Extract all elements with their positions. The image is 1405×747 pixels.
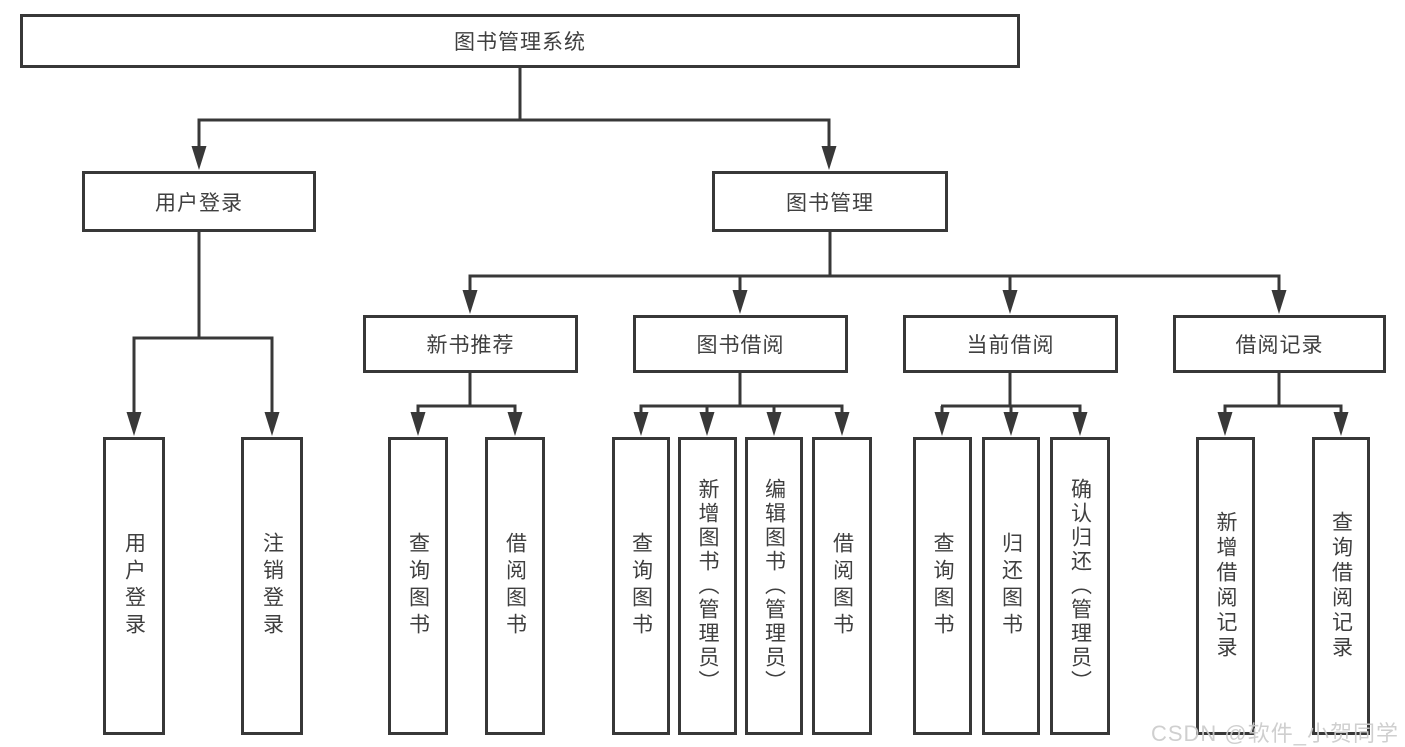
- node-borrowing-records: 借阅记录: [1173, 315, 1386, 373]
- leaf-add-borrow-record: 新增借阅记录: [1196, 437, 1255, 735]
- leaf-query-books-current: 查询图书: [913, 437, 972, 735]
- leaf-borrow-books-recommend: 借阅图书: [485, 437, 545, 735]
- node-current-borrowing: 当前借阅: [903, 315, 1118, 373]
- leaf-edit-books-admin: 编辑图书（管理员）: [745, 437, 803, 735]
- leaf-logout: 注销登录: [241, 437, 303, 735]
- leaf-query-books-borrowing: 查询图书: [612, 437, 670, 735]
- leaf-return-books: 归还图书: [982, 437, 1040, 735]
- leaf-borrow-books-borrowing: 借阅图书: [812, 437, 872, 735]
- arrowhead-icons: [126, 146, 1349, 436]
- leaf-confirm-return-admin: 确认归还（管理员）: [1050, 437, 1110, 735]
- branch-book-management: 图书管理: [712, 171, 948, 232]
- node-new-book-recommend: 新书推荐: [363, 315, 578, 373]
- node-book-borrowing: 图书借阅: [633, 315, 848, 373]
- csdn-watermark: CSDN @软件_小贺同学: [1150, 721, 1399, 746]
- branch-user-login: 用户登录: [82, 171, 316, 232]
- root-node-book-management-system: 图书管理系统: [20, 14, 1020, 68]
- leaf-query-borrow-record: 查询借阅记录: [1312, 437, 1370, 735]
- leaf-add-books-admin: 新增图书（管理员）: [678, 437, 737, 735]
- leaf-user-login: 用户登录: [103, 437, 165, 735]
- leaf-query-books-recommend: 查询图书: [388, 437, 448, 735]
